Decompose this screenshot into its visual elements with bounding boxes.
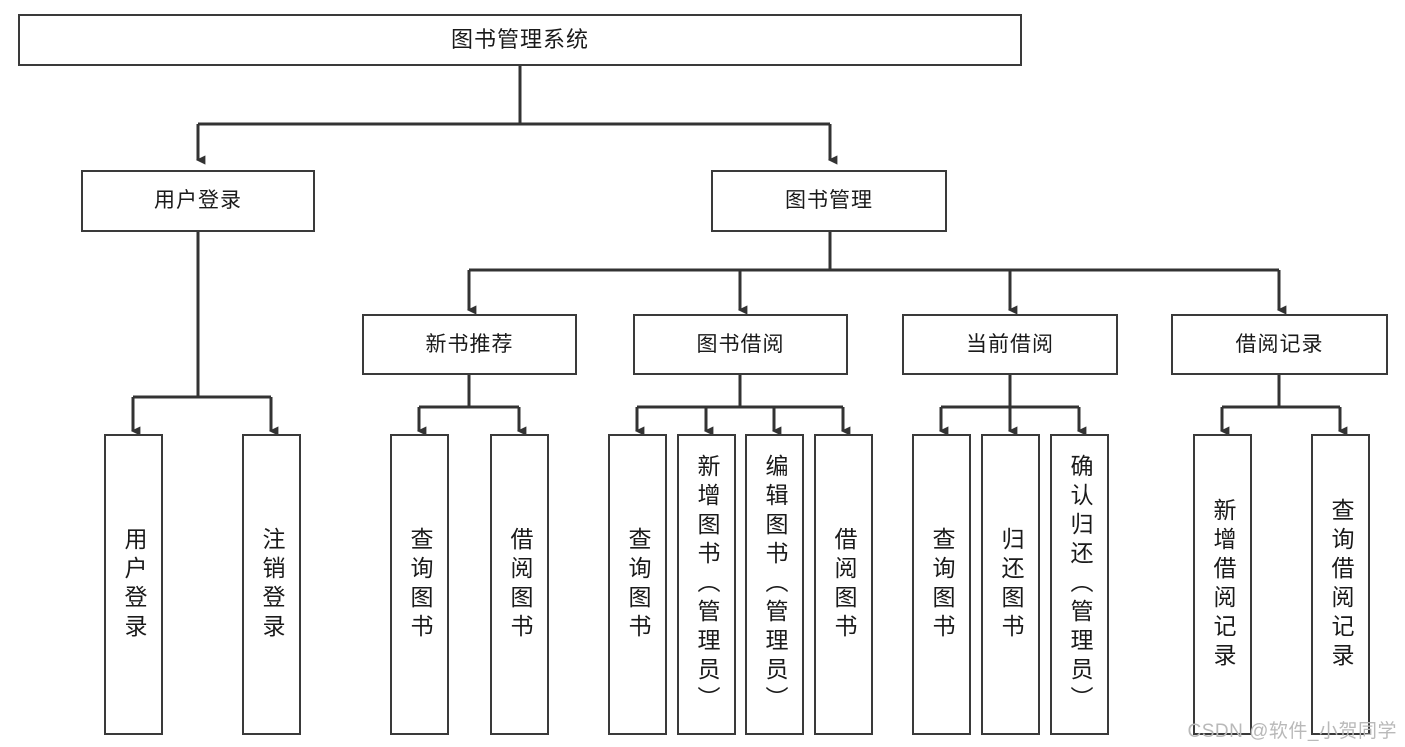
- node-user-login[interactable]: 用户登录: [81, 170, 315, 232]
- node-borrow-record-label: 借阅记录: [1235, 332, 1324, 356]
- leaf-query-record[interactable]: 查询借阅记录: [1311, 434, 1370, 735]
- leaf-add-book-label: 新增图书（管理员）: [694, 454, 720, 715]
- node-borrow-record[interactable]: 借阅记录: [1171, 314, 1388, 375]
- leaf-user-login[interactable]: 用户登录: [104, 434, 163, 735]
- watermark-text: CSDN @软件_小贺同学: [1187, 721, 1397, 742]
- node-new-book-recommend[interactable]: 新书推荐: [362, 314, 577, 375]
- leaf-return-book[interactable]: 归还图书: [981, 434, 1040, 735]
- leaf-borrow-book-1-label: 借阅图书: [507, 526, 533, 643]
- leaf-query-book-1-label: 查询图书: [407, 526, 433, 643]
- leaf-add-book[interactable]: 新增图书（管理员）: [677, 434, 736, 735]
- leaf-query-record-label: 查询借阅记录: [1328, 497, 1354, 672]
- leaf-query-book-3[interactable]: 查询图书: [912, 434, 971, 735]
- leaf-confirm-return-label: 确认归还（管理员）: [1067, 454, 1093, 715]
- node-book-borrow[interactable]: 图书借阅: [633, 314, 848, 375]
- leaf-query-book-2[interactable]: 查询图书: [608, 434, 667, 735]
- node-current-borrow-label: 当前借阅: [966, 332, 1054, 356]
- leaf-user-login-label: 用户登录: [121, 526, 147, 643]
- leaf-borrow-book-2[interactable]: 借阅图书: [814, 434, 873, 735]
- node-root-label: 图书管理系统: [450, 26, 589, 52]
- leaf-query-book-3-label: 查询图书: [929, 526, 955, 643]
- node-book-manage[interactable]: 图书管理: [711, 170, 947, 232]
- node-root[interactable]: 图书管理系统: [18, 14, 1022, 66]
- leaf-borrow-book-2-label: 借阅图书: [831, 526, 857, 643]
- node-current-borrow[interactable]: 当前借阅: [902, 314, 1118, 375]
- node-book-borrow-label: 图书借阅: [696, 332, 785, 356]
- leaf-user-logout[interactable]: 注销登录: [242, 434, 301, 735]
- node-book-manage-label: 图书管理: [785, 189, 873, 213]
- node-user-login-label: 用户登录: [154, 189, 242, 213]
- leaf-edit-book[interactable]: 编辑图书（管理员）: [745, 434, 804, 735]
- leaf-user-logout-label: 注销登录: [259, 526, 285, 643]
- leaf-return-book-label: 归还图书: [998, 526, 1024, 643]
- leaf-query-book-1[interactable]: 查询图书: [390, 434, 449, 735]
- leaf-add-record-label: 新增借阅记录: [1210, 497, 1236, 672]
- leaf-borrow-book-1[interactable]: 借阅图书: [490, 434, 549, 735]
- leaf-edit-book-label: 编辑图书（管理员）: [762, 454, 788, 715]
- leaf-query-book-2-label: 查询图书: [625, 526, 651, 643]
- node-new-book-recommend-label: 新书推荐: [425, 332, 514, 356]
- leaf-add-record[interactable]: 新增借阅记录: [1193, 434, 1252, 735]
- leaf-confirm-return[interactable]: 确认归还（管理员）: [1050, 434, 1109, 735]
